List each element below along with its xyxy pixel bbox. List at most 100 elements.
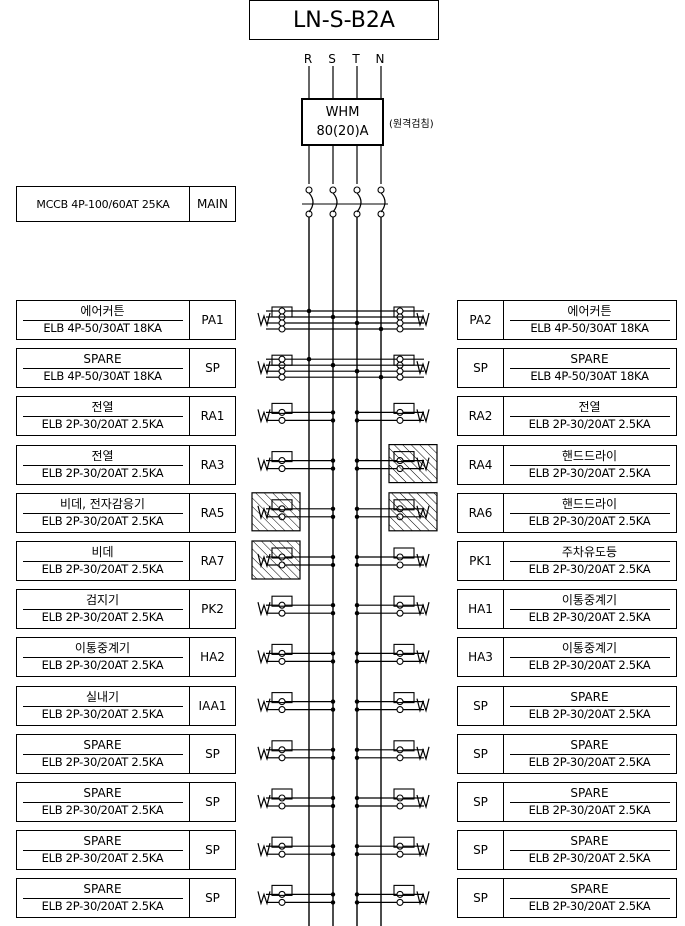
- panel-title: LN-S-B2A: [249, 0, 439, 40]
- phase-label-r: R: [303, 52, 313, 66]
- contact-circle: [278, 355, 286, 363]
- meter-note: (원격검침): [389, 119, 434, 130]
- bus-tap-dot: [354, 707, 360, 712]
- circuit-underline: [510, 898, 670, 900]
- bus-tap-dot: [354, 900, 360, 905]
- circuit-breaker-spec: ELB 2P-30/20AT 2.5KA: [41, 562, 164, 576]
- bus-tap-dot: [354, 369, 360, 374]
- bus-tap-dot: [354, 554, 360, 560]
- contact-circle: [278, 408, 286, 416]
- contact-circle: [396, 890, 404, 898]
- leakage-symbol: [257, 843, 271, 858]
- bus-tap-dot: [330, 562, 336, 568]
- right-circuit-code: SP: [457, 733, 504, 774]
- breaker-trip-box: [271, 306, 293, 318]
- circuit-underline: [510, 609, 670, 611]
- breaker-trip-box: [393, 354, 415, 366]
- breaker-trip-box: [393, 884, 415, 896]
- circuit-name: SPARE: [570, 689, 609, 704]
- circuit-breaker-spec: ELB 2P-30/20AT 2.5KA: [41, 610, 164, 625]
- circuit-name: SPARE: [570, 882, 609, 897]
- circuit-breaker-spec: ELB 2P-30/20AT 2.5KA: [528, 803, 651, 817]
- contact-circle: [396, 373, 404, 381]
- circuit-name: SPARE: [570, 786, 609, 800]
- leakage-symbol: [416, 698, 430, 713]
- bus-tap-dot: [354, 562, 360, 568]
- circuit-underline: [23, 657, 183, 659]
- circuit-underline: [23, 898, 183, 900]
- breaker-trip-box: [271, 354, 293, 366]
- left-circuit-code: IAA1: [189, 685, 236, 726]
- breaker-trip-box: [393, 740, 415, 752]
- bus-tap-dot: [378, 326, 384, 332]
- bus-tap-dot: [330, 603, 336, 608]
- circuit-name: 핸드드라이: [561, 448, 618, 463]
- circuit-breaker-spec: ELB 4P-50/30AT 18KA: [530, 369, 649, 384]
- bus-tap-dot: [330, 410, 336, 415]
- right-circuit-code: SP: [457, 685, 504, 726]
- contact-circle: [278, 706, 286, 714]
- leakage-symbol: [257, 891, 271, 906]
- circuit-name: SPARE: [83, 786, 122, 800]
- left-circuit-label: 실내기 ELB 2P-30/20AT 2.5KA: [16, 685, 190, 726]
- leakage-symbol: [257, 457, 271, 472]
- contact-circle: [353, 186, 361, 194]
- right-circuit-code: SP: [457, 348, 504, 389]
- right-circuit-code: RA6: [457, 492, 504, 533]
- circuit-breaker-spec: ELB 4P-50/30AT 18KA: [43, 321, 162, 335]
- circuit-breaker-spec: ELB 2P-30/20AT 2.5KA: [41, 851, 164, 866]
- circuit-breaker-spec: ELB 2P-30/20AT 2.5KA: [528, 610, 651, 625]
- circuit-name: 실내기: [85, 689, 120, 704]
- contact-circle: [278, 842, 286, 850]
- contact-circle: [278, 609, 286, 617]
- circuit-breaker-spec: ELB 2P-30/20AT 2.5KA: [41, 706, 164, 721]
- circuit-underline: [510, 705, 670, 707]
- bus-tap-dot: [330, 795, 336, 801]
- contact-circle: [278, 850, 286, 858]
- circuit-breaker-spec: ELB 2P-30/20AT 2.5KA: [528, 658, 651, 673]
- circuit-name: SPARE: [83, 882, 122, 897]
- circuit-underline: [510, 416, 670, 418]
- bus-tap-dot: [330, 418, 336, 423]
- circuit-breaker-spec: ELB 2P-30/20AT 2.5KA: [41, 754, 164, 769]
- leakage-symbol: [257, 746, 271, 761]
- leakage-symbol: [257, 361, 271, 376]
- right-circuit-label: SPARE ELB 2P-30/20AT 2.5KA: [503, 782, 677, 822]
- contact-circle: [278, 367, 286, 375]
- bus-tap-dot: [330, 363, 336, 368]
- contact-circle: [396, 408, 404, 416]
- contact-circle: [278, 373, 286, 381]
- circuit-underline: [510, 802, 670, 803]
- left-circuit-code: PA1: [189, 300, 236, 340]
- hatched-breaker-area: [388, 444, 438, 484]
- breaker-trip-box: [393, 402, 415, 414]
- contact-circle: [278, 698, 286, 706]
- contact-circle: [278, 754, 286, 762]
- breaker-trip-box: [271, 692, 293, 704]
- contact-circle: [396, 698, 404, 706]
- leakage-symbol: [416, 409, 430, 424]
- bus-tap-dot: [330, 892, 336, 897]
- contact-circle: [305, 186, 313, 194]
- breaker-trip-box: [271, 402, 293, 414]
- main-breaker-spec: MCCB 4P-100/60AT 25KA: [16, 186, 190, 222]
- bus-tap-dot: [378, 375, 384, 380]
- left-circuit-code: SP: [189, 878, 236, 919]
- circuit-name: 핸드드라이: [561, 496, 618, 511]
- leakage-symbol: [416, 361, 430, 376]
- contact-circle: [278, 898, 286, 906]
- bus-tap-dot: [330, 747, 336, 752]
- contact-circle: [396, 601, 404, 609]
- bus-tap-dot: [330, 651, 336, 656]
- hatched-breaker-area: [388, 492, 438, 532]
